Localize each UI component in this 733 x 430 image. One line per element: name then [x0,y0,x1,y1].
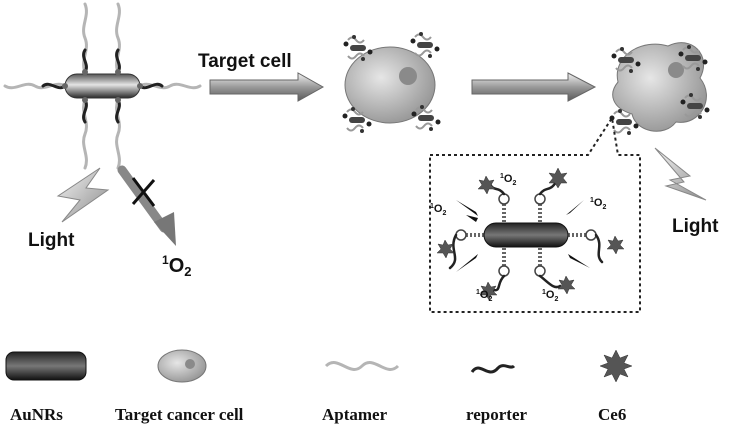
legend-aptamer-swatch [324,361,400,371]
svg-text:1O2: 1O2 [500,173,516,187]
svg-text:1O2: 1O2 [430,203,446,217]
gold-nanorod [483,222,569,248]
light-label-left: Light [28,230,75,251]
legend-aunrs-label: AuNRs [10,405,63,424]
legend-cell-swatch [157,349,207,383]
target-cell-middle [341,31,442,134]
gold-nanorod [64,73,141,99]
legend-cell-label: Target cancer cell [115,405,244,424]
zoomed-probe: 1O2 1O2 1O2 1O2 1O2 [430,167,625,303]
ce6-stars [436,167,625,301]
lightning-icon [56,167,110,223]
legend-reporter-label: reporter [466,405,527,424]
svg-text:1O2: 1O2 [542,289,558,303]
singlet-oxygen-label: 1O2 [162,253,191,279]
svg-text:1O2: 1O2 [476,289,492,303]
legend: AuNRs Target cancer cell Aptamer reporte… [5,349,633,424]
arrow-right-icon [471,72,597,102]
zoom-callout [429,115,641,313]
legend-ce6-swatch [599,349,633,383]
legend-ce6-label: Ce6 [598,405,626,424]
target-cell-right [608,42,711,136]
legend-aunrs-swatch [5,351,87,381]
lightning-icon [654,147,707,201]
svg-text:1O2: 1O2 [590,197,606,211]
legend-aptamer-label: Aptamer [322,405,388,424]
ce6-dots [62,69,143,103]
probe-cluster [410,104,442,132]
arrow-right-icon [209,72,325,102]
aunr-probe-left [3,2,202,170]
target-cell-label: Target cell [198,51,292,72]
probe-cluster [409,31,441,59]
blocked-arrow [117,165,176,246]
legend-reporter-swatch [470,364,516,374]
light-label-right: Light [672,216,719,237]
